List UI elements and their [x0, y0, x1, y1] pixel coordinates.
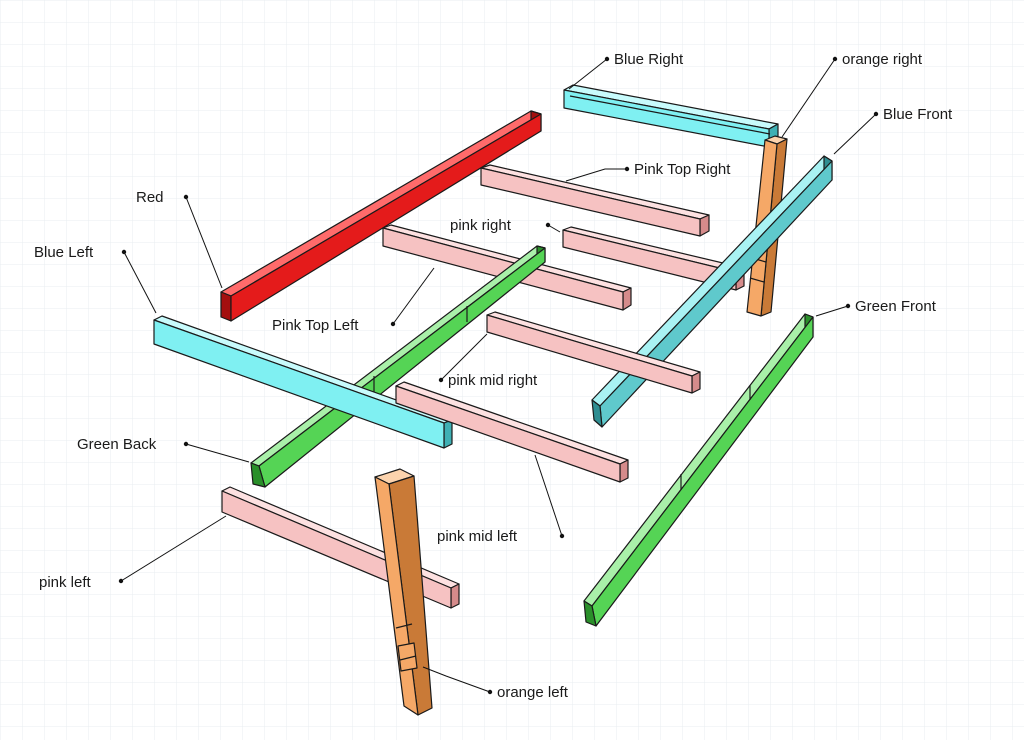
label-pink-top-right: Pink Top Right [634, 161, 731, 178]
part-green-back [250, 245, 546, 488]
part-green-front [583, 313, 814, 627]
part-pink-mid-right [486, 311, 701, 394]
label-green-front: Green Front [855, 298, 937, 315]
label-blue-left: Blue Left [34, 244, 94, 261]
callout-pink-right: pink right [450, 217, 561, 234]
part-orange-left [374, 468, 433, 716]
label-blue-front: Blue Front [883, 106, 953, 123]
callout-green-back: Green Back [77, 436, 250, 463]
callout-pink-mid-left: pink mid left [437, 454, 565, 545]
part-pink-right [562, 226, 745, 291]
label-pink-right: pink right [450, 217, 512, 234]
part-pink-mid-left [395, 381, 629, 483]
callout-pink-top-left: Pink Top Left [272, 267, 435, 334]
callout-blue-left: Blue Left [34, 244, 157, 314]
callout-blue-right: Blue Right [568, 51, 684, 90]
part-pink-top-left [382, 224, 632, 311]
callout-red: Red [136, 189, 223, 289]
callout-pink-left: pink left [39, 515, 227, 591]
label-pink-mid-left: pink mid left [437, 528, 518, 545]
label-orange-right: orange right [842, 51, 923, 68]
callout-blue-front: Blue Front [833, 106, 953, 155]
callout-orange-right: orange right [781, 51, 923, 138]
callout-green-front: Green Front [815, 298, 937, 317]
label-orange-left: orange left [497, 684, 569, 701]
label-red: Red [136, 189, 164, 206]
label-green-back: Green Back [77, 436, 157, 453]
callout-orange-left: orange left [422, 666, 569, 701]
label-pink-left: pink left [39, 574, 92, 591]
part-blue-left [153, 315, 453, 449]
callout-pink-mid-right: pink mid right [438, 333, 538, 389]
part-pink-top-right [480, 164, 710, 237]
part-red [220, 110, 542, 322]
label-pink-mid-right: pink mid right [448, 372, 538, 389]
callout-pink-top-right: Pink Top Right [565, 161, 731, 182]
label-pink-top-left: Pink Top Left [272, 317, 359, 334]
label-blue-right: Blue Right [614, 51, 684, 68]
